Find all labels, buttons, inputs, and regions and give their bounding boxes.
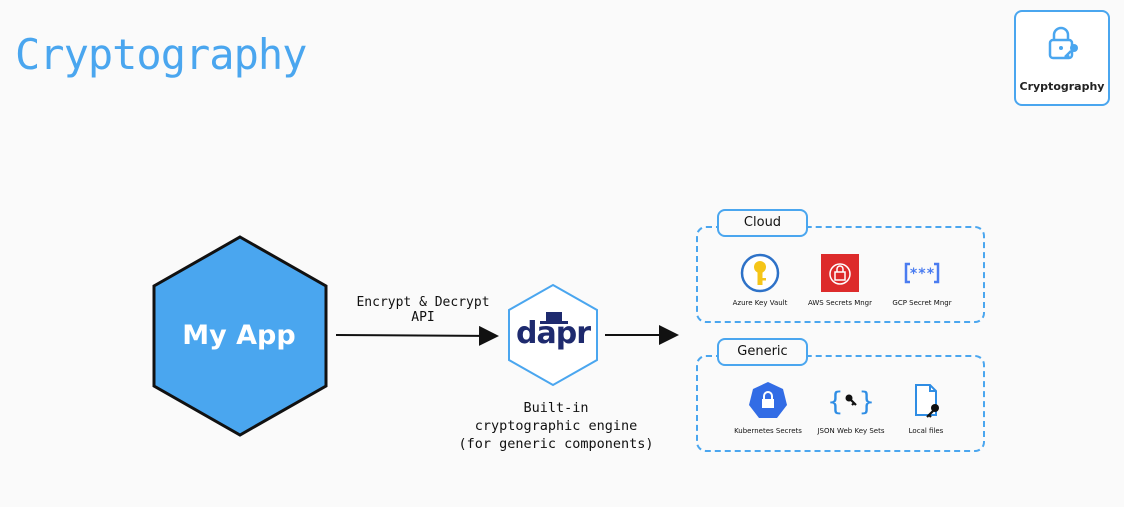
my-app-label: My App: [182, 320, 296, 351]
gcp-secret-manager-icon: ***: [904, 262, 940, 284]
lock-key-icon: [1048, 26, 1078, 60]
json-web-key-sets-label: JSON Web Key Sets: [817, 427, 885, 435]
page-title: Cryptography: [15, 30, 307, 79]
cloud-group: [696, 226, 985, 323]
azure-key-vault-icon: [740, 253, 780, 293]
local-files-label: Local files: [908, 427, 944, 435]
local-files-item: Local files: [871, 381, 981, 435]
dapr-caption-line3: (for generic components): [458, 436, 654, 452]
aws-secrets-manager-icon: [821, 254, 859, 292]
local-file-key-icon: [915, 384, 939, 418]
json-web-key-icon: { }: [828, 387, 875, 417]
dapr-caption-line1: Built-in: [523, 400, 589, 416]
svg-text:***: ***: [909, 266, 934, 282]
edge-label-line2: API: [411, 310, 435, 325]
dapr-caption: Built-in cryptographic engine (for gener…: [456, 399, 656, 453]
gcp-secret-manager-label: GCP Secret Mngr: [892, 299, 952, 307]
my-app-hexagon: [152, 235, 328, 437]
edge-label-line1: Encrypt & Decrypt: [356, 295, 490, 310]
generic-group: [696, 355, 985, 452]
azure-key-vault-label: Azure Key Vault: [732, 299, 788, 307]
gcp-secret-manager-item: *** GCP Secret Mngr: [867, 253, 977, 307]
azure-key-vault-item: Azure Key Vault: [705, 253, 815, 307]
dapr-hat-icon: [546, 312, 562, 322]
dapr-logo-text: dapr: [516, 316, 591, 351]
json-web-key-sets-item: { } JSON Web Key Sets: [796, 381, 906, 435]
generic-tag: Generic: [717, 338, 808, 366]
svg-text:{ }: { }: [828, 387, 875, 417]
cloud-tag: Cloud: [717, 209, 808, 237]
kubernetes-secrets-label: Kubernetes Secrets: [734, 427, 802, 435]
dapr-hexagon: [508, 283, 598, 387]
aws-secrets-manager-label: AWS Secrets Mngr: [807, 299, 873, 307]
kubernetes-secrets-icon: [749, 382, 787, 418]
cryptography-card: Cryptography: [1014, 10, 1110, 106]
aws-secrets-manager-item: AWS Secrets Mngr: [785, 253, 895, 307]
app-to-dapr-arrow: [335, 325, 499, 346]
encrypt-decrypt-label: Encrypt & Decrypt API: [346, 295, 500, 325]
card-label: Cryptography: [1019, 80, 1105, 93]
dapr-caption-line2: cryptographic engine: [474, 418, 638, 434]
kubernetes-secrets-item: Kubernetes Secrets: [713, 381, 823, 435]
